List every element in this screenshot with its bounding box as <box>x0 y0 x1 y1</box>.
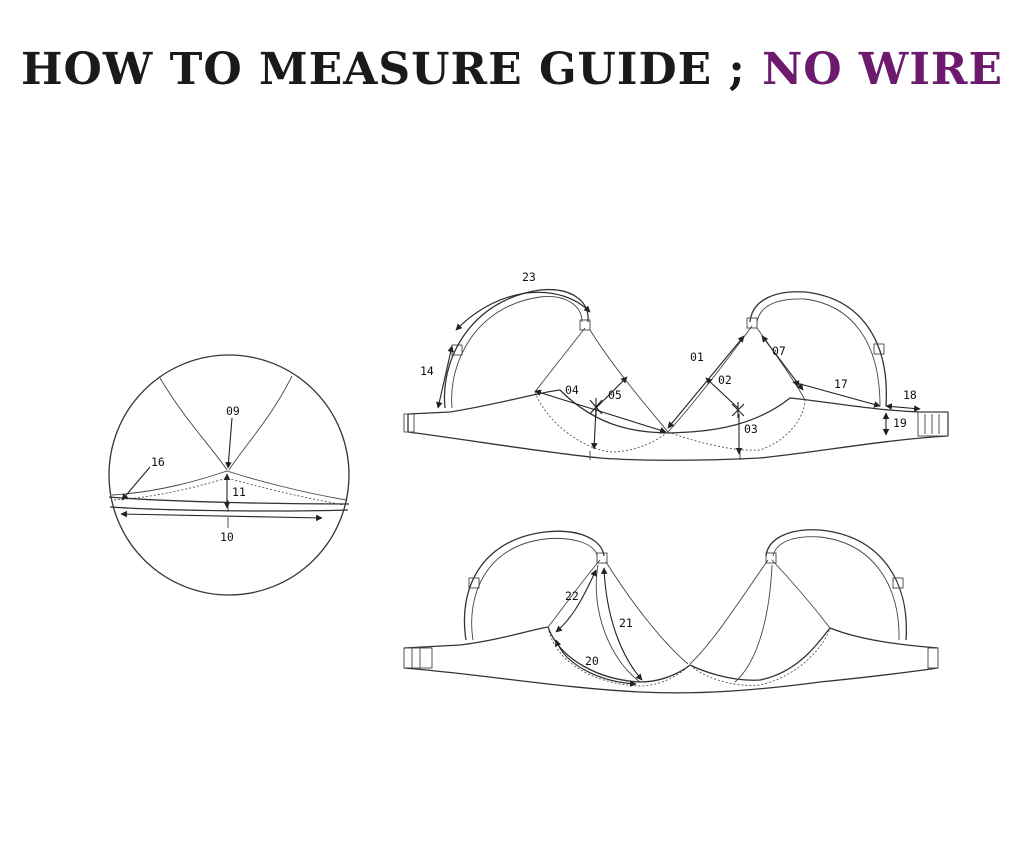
front-arrow-14 <box>436 345 454 409</box>
front-left-strap-inner <box>451 296 583 409</box>
front-view: 23 14 04 05 01 02 03 07 17 18 19 <box>403 270 949 461</box>
front-arrow-04 <box>534 389 667 434</box>
page-title: HOW TO MEASURE GUIDE ; NO WIRE <box>0 44 1024 95</box>
label-22: 22 <box>565 589 579 603</box>
detail-arrow-16 <box>121 466 151 501</box>
front-band-top <box>407 389 948 434</box>
back-eye-right <box>927 647 939 669</box>
back-left-strap-inner <box>471 537 598 641</box>
front-arrow-23 <box>455 291 591 331</box>
detail-band-bottom <box>109 506 349 512</box>
front-closure-right <box>917 411 949 437</box>
label-11: 11 <box>232 485 246 499</box>
front-arrow-02 <box>705 377 739 409</box>
detail-gore-stitch <box>113 477 345 506</box>
front-left-cup-outer <box>534 327 586 393</box>
back-right-cup-stitch <box>689 627 831 686</box>
front-hook-left <box>403 413 415 433</box>
label-19: 19 <box>893 416 907 430</box>
front-arrow-18 <box>885 403 921 412</box>
label-04: 04 <box>565 383 579 397</box>
back-hook-left <box>403 647 433 669</box>
label-20: 20 <box>585 654 599 668</box>
title-accent: NO WIRE <box>762 44 1004 95</box>
detail-cup-line-right <box>228 375 293 471</box>
detail-arrow-10 <box>120 510 323 522</box>
back-view: 22 21 20 <box>403 529 939 694</box>
back-arrow-22 <box>555 569 597 633</box>
label-10: 10 <box>220 530 234 544</box>
back-left-strap-slider <box>468 577 480 589</box>
back-left-strap-outer <box>463 530 605 641</box>
label-05: 05 <box>608 388 622 402</box>
label-23: 23 <box>522 270 536 284</box>
label-18: 18 <box>903 388 917 402</box>
back-right-strap-ring <box>765 552 777 564</box>
label-03: 03 <box>744 422 758 436</box>
detail-gore-curve <box>111 470 347 501</box>
label-16: 16 <box>151 455 165 469</box>
label-21: 21 <box>619 616 633 630</box>
label-01: 01 <box>690 350 704 364</box>
label-09: 09 <box>226 404 240 418</box>
detail-band-top <box>108 496 350 505</box>
back-right-cup-outer <box>771 559 831 629</box>
back-left-cup-inner <box>605 561 689 665</box>
label-07: 07 <box>772 344 786 358</box>
title-main: HOW TO MEASURE GUIDE ; <box>20 44 746 95</box>
front-right-strap-outer <box>749 291 887 407</box>
front-left-cup-inner <box>589 329 669 433</box>
detail-circle-outline <box>108 354 350 596</box>
front-arrow-05a <box>595 376 628 409</box>
front-right-strap-slider <box>873 343 885 355</box>
back-left-strap-ring <box>596 552 608 564</box>
detail-cup-line-left <box>159 377 228 471</box>
back-right-strap-outer <box>765 529 907 641</box>
label-02: 02 <box>718 373 732 387</box>
back-right-strap-inner <box>772 536 900 641</box>
front-right-cup-stitch <box>667 399 806 451</box>
front-arrow-17 <box>792 380 881 408</box>
back-right-wing-seam <box>734 564 773 683</box>
front-arrow-01 <box>667 335 745 429</box>
front-right-strap-inner <box>756 298 881 407</box>
front-right-strap-ring <box>746 317 758 329</box>
back-right-cup-inner <box>689 559 769 665</box>
back-right-strap-slider <box>892 577 904 589</box>
back-arrow-20 <box>554 639 637 687</box>
label-17: 17 <box>834 377 848 391</box>
label-14: 14 <box>420 364 434 378</box>
back-band-top <box>403 626 939 683</box>
front-left-cup-stitch <box>534 391 669 453</box>
front-arrow-05b <box>590 407 598 450</box>
detail-circle-view: 09 16 11 10 <box>108 354 350 596</box>
back-band-bottom <box>403 667 939 694</box>
detail-arrow-09 <box>225 417 233 469</box>
front-band-bottom <box>407 431 949 461</box>
